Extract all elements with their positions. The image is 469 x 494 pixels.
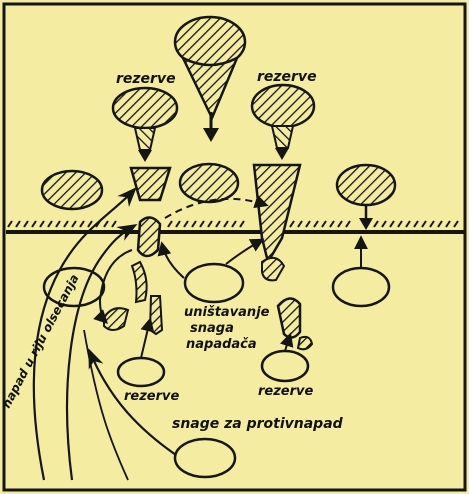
defender-reserve-bottom-left <box>118 358 164 386</box>
label-reserve-top-right: rezerve <box>257 70 317 85</box>
front-line <box>6 221 464 232</box>
cut-off-piece-right <box>262 258 284 281</box>
label-reserve-top-left: rezerve <box>116 72 176 87</box>
defender-unit-center <box>185 264 243 302</box>
attacker-top-center <box>175 17 245 142</box>
destroyed-attacker-unit <box>278 298 312 349</box>
label-destroy-line2: snaga <box>190 322 234 336</box>
label-destroy-line1: uništavanje <box>184 306 269 320</box>
label-reserve-bottom-left: rezerve <box>124 390 179 404</box>
defender-reserve-bottom-right <box>262 351 308 381</box>
label-counterattack-forces: snage za protivnapad <box>172 417 343 432</box>
arrow-center-to-right-wedge <box>226 240 262 264</box>
cut-off-piece-left <box>104 308 128 330</box>
attacker-reserve-top-right <box>252 85 314 160</box>
attacker-unit-center <box>180 164 238 202</box>
breakthrough-wedge-right <box>254 165 300 262</box>
attacker-unit-right <box>337 165 395 230</box>
label-reserve-bottom-right: rezerve <box>258 385 313 399</box>
arrow-center-to-wedge <box>162 244 184 278</box>
cut-off-piece-mid <box>150 296 162 334</box>
label-destroy-line3: napadača <box>186 338 257 352</box>
attacker-reserve-top-left <box>113 88 177 162</box>
defender-unit-right <box>333 268 389 306</box>
arrow-reserve-left-up <box>141 320 150 358</box>
attacker-unit-left <box>42 171 102 209</box>
counterattack-forces-unit <box>175 439 235 477</box>
breakthrough-wedge-left <box>131 168 170 200</box>
counterattack-arrow-inner <box>67 226 134 480</box>
